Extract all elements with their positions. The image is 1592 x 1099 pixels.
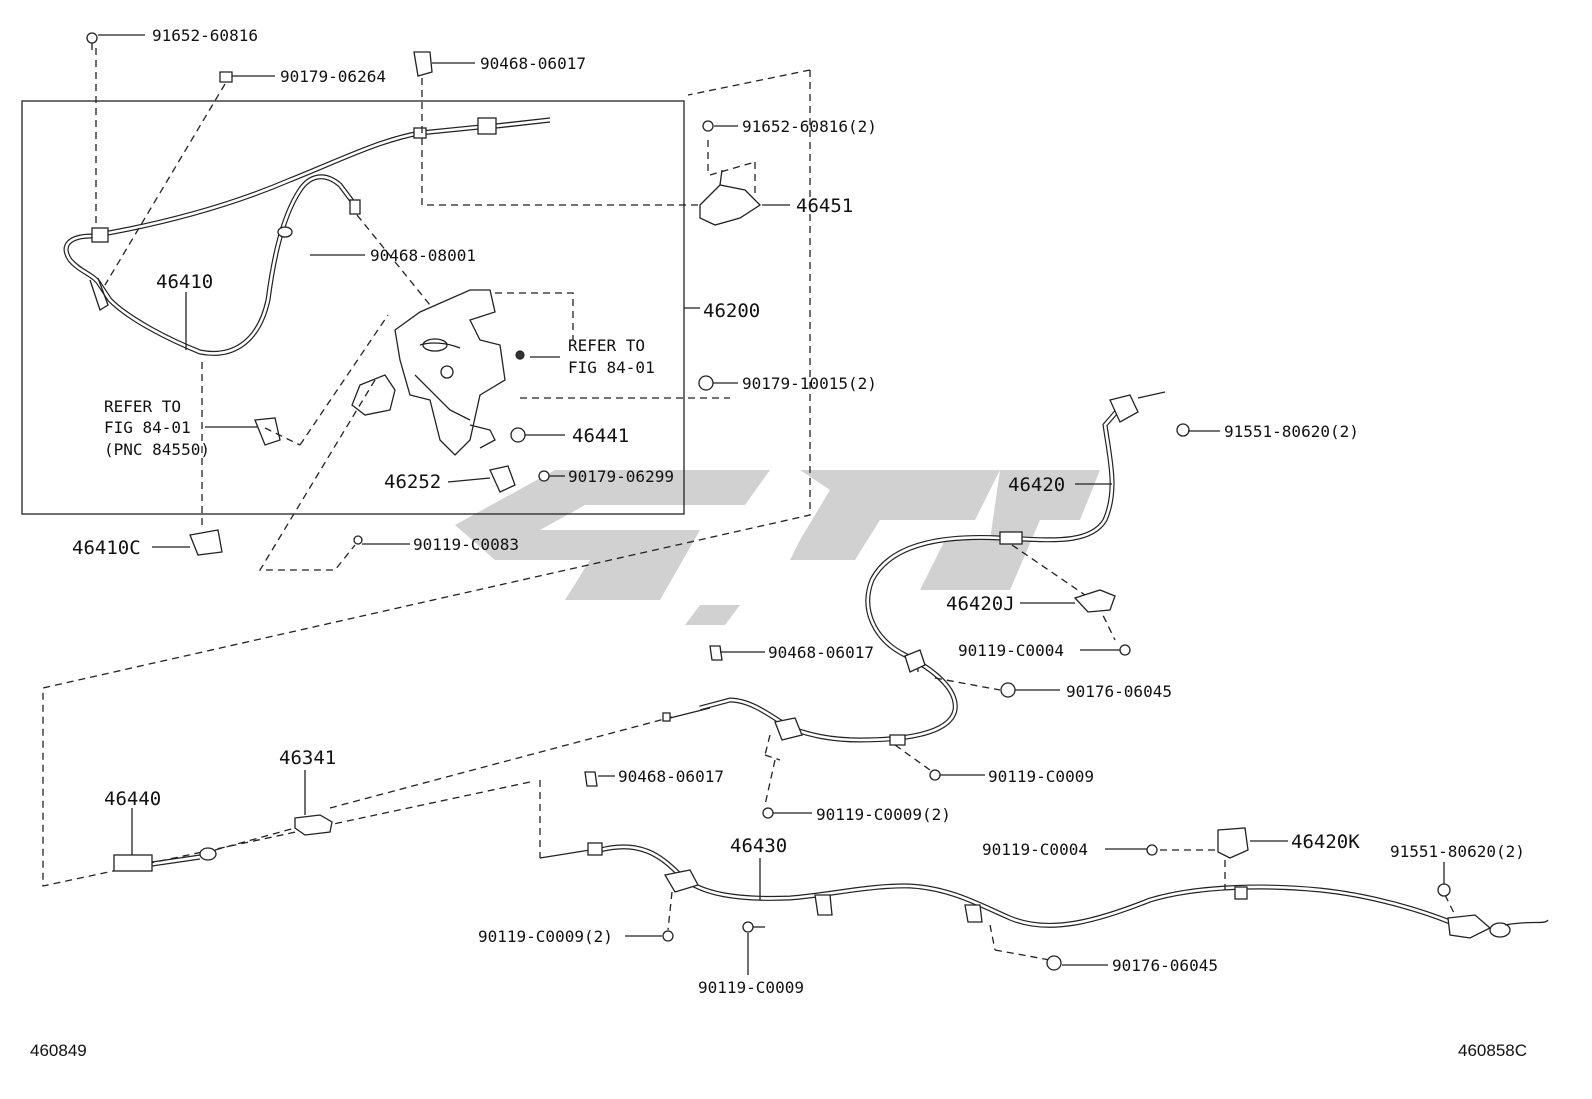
fasteners xyxy=(86,32,1451,971)
label-90119-c0004-low: 90119-C0004 xyxy=(982,840,1088,859)
label-90179-06299: 90179-06299 xyxy=(568,467,674,486)
label-46440: 46440 xyxy=(104,788,161,810)
label-90119-c0083: 90119-C0083 xyxy=(413,535,519,554)
label-46341: 46341 xyxy=(279,747,336,769)
label-46430: 46430 xyxy=(730,835,787,857)
label-90176-06045-top: 90176-06045 xyxy=(1066,682,1172,701)
front-cable-46410 xyxy=(63,117,551,356)
label-46252: 46252 xyxy=(384,471,441,493)
rear-cable-46430 xyxy=(539,827,1549,961)
brake-lever-assembly-46200 xyxy=(351,289,525,456)
label-46410c: 46410C xyxy=(72,537,141,559)
label-fig-84-01-right: FIG 84-01 xyxy=(568,358,655,377)
label-90468-06017-mid: 90468-06017 xyxy=(768,643,874,662)
label-90119-c0009-2-low: 90119-C0009(2) xyxy=(478,927,613,946)
label-46420j: 46420J xyxy=(946,593,1015,615)
label-90468-08001: 90468-08001 xyxy=(370,246,476,265)
label-91551-80620-2-low: 91551-80620(2) xyxy=(1390,842,1525,861)
label-fig-84-01-left: FIG 84-01 xyxy=(104,418,191,437)
label-pnc-84550: (PNC 84550) xyxy=(104,440,210,459)
label-90468-06017-low: 90468-06017 xyxy=(618,767,724,786)
label-46200: 46200 xyxy=(703,300,760,322)
label-refer-to-right: REFER TO xyxy=(568,336,645,355)
rear-cable-46420 xyxy=(662,391,1166,806)
label-46410: 46410 xyxy=(156,271,213,293)
bracket-46451 xyxy=(699,140,762,226)
label-90176-06045-low: 90176-06045 xyxy=(1112,956,1218,975)
label-91551-80620-2-top: 91551-80620(2) xyxy=(1224,422,1359,441)
label-90119-c0009-low: 90119-C0009 xyxy=(698,978,804,997)
label-90468-06017-top: 90468-06017 xyxy=(480,54,586,73)
label-refer-to-left: REFER TO xyxy=(104,397,181,416)
label-46441: 46441 xyxy=(572,425,629,447)
label-46420k: 46420K xyxy=(1291,831,1360,853)
label-90179-06264: 90179-06264 xyxy=(280,67,386,86)
footer-code-right: 460858C xyxy=(1458,1041,1527,1060)
label-46451: 46451 xyxy=(796,195,853,217)
footer-code-left: 460849 xyxy=(30,1041,87,1060)
watermark-logo xyxy=(455,470,1100,625)
leader-lines xyxy=(98,34,1445,975)
equalizer-parts xyxy=(113,814,333,872)
dashed-leaders xyxy=(95,48,730,571)
label-46420: 46420 xyxy=(1008,474,1065,496)
label-90119-c0009-mid: 90119-C0009 xyxy=(988,767,1094,786)
label-91652-60816: 91652-60816 xyxy=(152,26,258,45)
label-90119-c0004-top: 90119-C0004 xyxy=(958,641,1064,660)
label-90119-c0009-2-mid: 90119-C0009(2) xyxy=(816,805,951,824)
part-labels: 91652-60816 90179-06264 90468-06017 9165… xyxy=(72,26,1525,997)
label-91652-60816-2: 91652-60816(2) xyxy=(742,117,877,136)
label-90179-10015-2: 90179-10015(2) xyxy=(742,374,877,393)
